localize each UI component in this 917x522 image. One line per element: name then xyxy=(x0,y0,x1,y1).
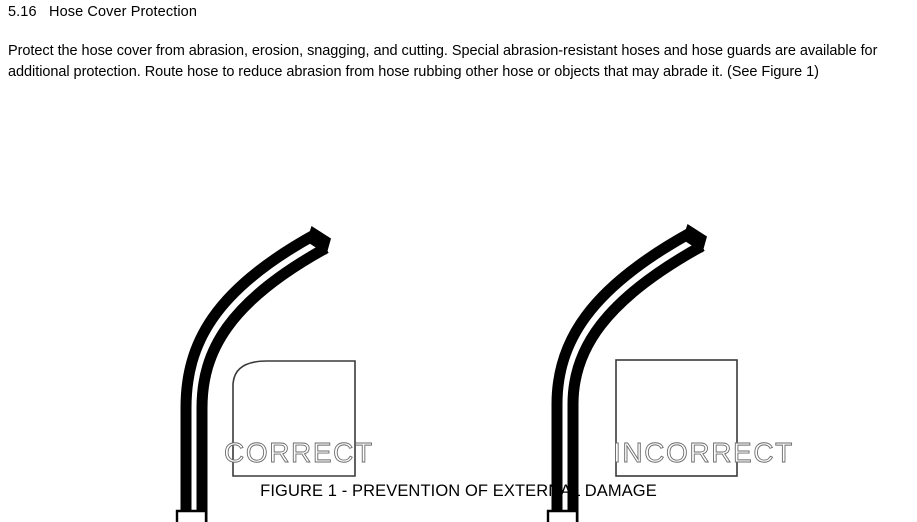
panel-incorrect-illustration xyxy=(546,224,738,522)
hose-center-gap xyxy=(564,238,698,522)
figure-caption: FIGURE 1 - PREVENTION OF EXTERNAL DAMAGE xyxy=(260,482,657,500)
object-box-square-corner xyxy=(615,359,738,477)
hose-end-cut xyxy=(682,224,707,253)
figure-illustration xyxy=(175,224,738,522)
body-paragraph: Protect the hose cover from abrasion, er… xyxy=(8,43,878,80)
hose-band-outer xyxy=(180,229,319,522)
hose-end-cut xyxy=(306,226,331,255)
section-heading: 5.16 Hose Cover Protection xyxy=(8,4,197,20)
hose-band-inner xyxy=(196,243,329,522)
panel-label-correct: CORRECT xyxy=(224,437,374,469)
object-box-rounded-corner xyxy=(232,360,356,477)
panel-label-incorrect: INCORRECT xyxy=(613,437,794,469)
hose-ferrule xyxy=(175,509,208,522)
hose-ferrule xyxy=(546,509,579,522)
hose-center-gap xyxy=(193,240,322,522)
hose-band-outer xyxy=(551,227,695,522)
panel-correct-illustration xyxy=(175,226,356,522)
hose-band-inner xyxy=(567,241,705,522)
figure-1: CORRECT INCORRECT FIGURE 1 - PREVENTION … xyxy=(0,108,917,522)
